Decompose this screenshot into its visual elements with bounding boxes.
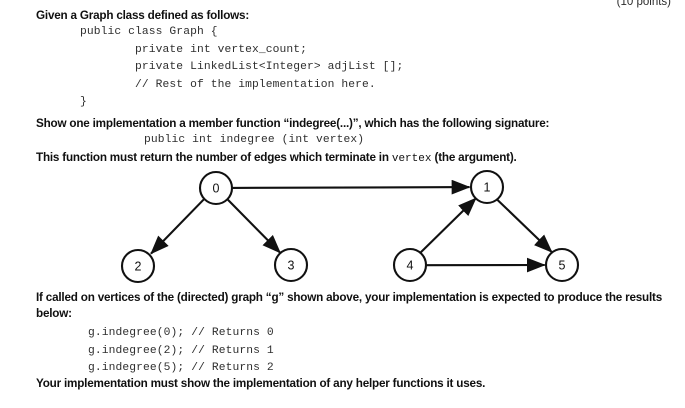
- graph-node-3: 3: [273, 247, 309, 283]
- closing-requirement-text: Your implementation must show the implem…: [36, 377, 486, 390]
- node-label-4: 4: [407, 259, 414, 273]
- edge-0-to-2: [150, 198, 205, 255]
- node-label-2: 2: [135, 260, 142, 274]
- points-label: (10 points): [616, 0, 671, 8]
- graph-node-1: 1: [469, 169, 505, 205]
- show-implementation-text: Show one implementation a member functio…: [36, 117, 550, 130]
- graph-node-2: 2: [120, 248, 156, 284]
- edge-0-to-3: [227, 199, 281, 254]
- indegree-results-code: g.indegree(0); // Returns 0 g.indegree(2…: [88, 327, 274, 375]
- indegree-signature-code: public int indegree (int vertex): [144, 134, 365, 146]
- node-circle-3: [273, 247, 309, 283]
- function-description-part2: (the argument).: [431, 151, 517, 164]
- edge-0-to-1: [232, 179, 471, 195]
- node-label-0: 0: [213, 182, 220, 196]
- node-label-3: 3: [288, 259, 295, 273]
- edge-1-to-5: [496, 198, 553, 253]
- node-circle-2: [120, 248, 156, 284]
- node-label-1: 1: [484, 181, 491, 195]
- directed-graph-figure: 0 1 2 3 4: [0, 164, 685, 288]
- graph-node-4: 4: [392, 247, 428, 283]
- graph-class-code-block: public class Graph { private int vertex_…: [80, 26, 404, 109]
- graph-nodes: 0 1 2 3 4: [120, 169, 580, 284]
- function-description-text: This function must return the number of …: [36, 150, 669, 168]
- edge-4-to-1: [419, 197, 477, 254]
- function-description-part1: This function must return the number of …: [36, 151, 392, 164]
- node-circle-4: [392, 247, 428, 283]
- graph-node-5: 5: [544, 247, 580, 283]
- vertex-mono-token: vertex: [391, 153, 432, 165]
- graph-node-0: 0: [198, 170, 234, 206]
- node-circle-5: [544, 247, 580, 283]
- node-circle-1: [469, 169, 505, 205]
- intro-text: Given a Graph class defined as follows:: [36, 9, 250, 22]
- node-label-5: 5: [559, 259, 566, 273]
- graph-edges: [150, 179, 553, 273]
- node-circle-0: [198, 170, 234, 206]
- if-called-text: If called on vertices of the (directed) …: [36, 291, 663, 320]
- graph-svg: 0 1 2 3 4: [120, 169, 580, 284]
